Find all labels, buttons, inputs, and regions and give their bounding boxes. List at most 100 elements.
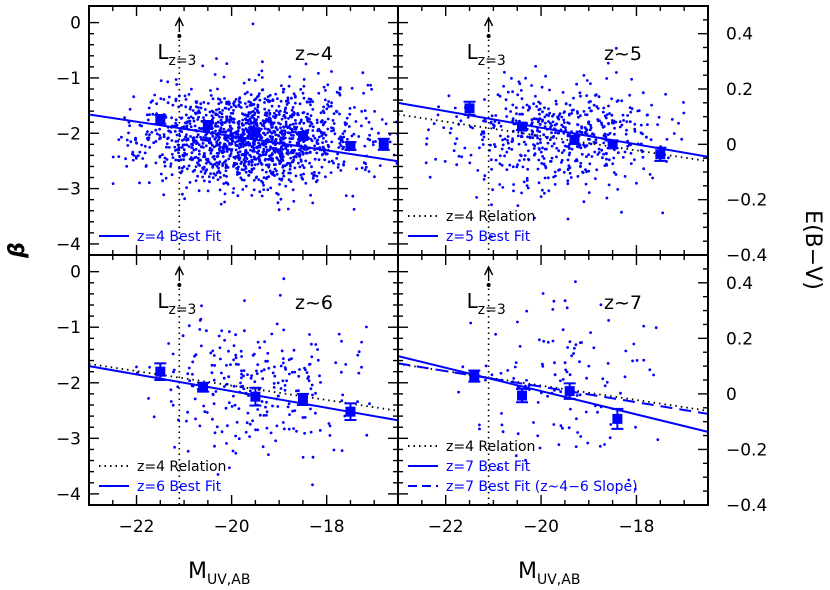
scatter-point: [249, 93, 253, 97]
scatter-point: [500, 423, 504, 427]
scatter-point: [311, 100, 315, 103]
scatter-point: [291, 409, 294, 413]
scatter-point: [624, 349, 628, 353]
scatter-point: [256, 162, 260, 166]
scatter-point: [170, 173, 174, 177]
scatter-point: [621, 113, 625, 117]
scatter-point: [484, 378, 487, 382]
scatter-point: [500, 163, 504, 167]
scatter-point: [183, 151, 187, 155]
scatter-point: [202, 136, 206, 139]
scatter-point: [292, 111, 296, 114]
scatter-point: [205, 329, 208, 333]
scatter-point: [583, 126, 587, 129]
scatter-point: [190, 158, 194, 162]
ticks: [397, 254, 709, 506]
scatter-point: [253, 156, 257, 160]
scatter-point: [530, 84, 533, 87]
scatter-point: [220, 430, 224, 434]
scatter-point: [355, 167, 358, 171]
scatter-point: [552, 423, 556, 426]
scatter-point: [282, 277, 286, 281]
scatter-point: [211, 97, 215, 101]
scatter-point: [302, 172, 305, 176]
scatter-point: [147, 106, 151, 110]
scatter-point: [281, 171, 285, 175]
scatter-point: [181, 192, 184, 196]
scatter-point: [530, 118, 534, 122]
scatter-point: [317, 135, 321, 139]
scatter-point: [265, 114, 269, 117]
scatter-point: [317, 127, 320, 131]
scatter-point: [535, 105, 538, 108]
scatter-point: [309, 407, 312, 411]
scatter-point: [607, 104, 610, 108]
scatter-point: [302, 166, 306, 170]
scatter-point: [239, 176, 243, 180]
scatter-point: [370, 87, 373, 91]
scatter-point: [188, 181, 192, 184]
scatter-point: [240, 178, 244, 182]
scatter-point: [218, 98, 222, 101]
scatter-point: [268, 117, 272, 121]
scatter-point: [275, 424, 279, 428]
scatter-point: [232, 187, 236, 190]
scatter-point: [183, 94, 187, 98]
x-label-sub: UV,AB: [207, 572, 250, 588]
scatter-point: [199, 170, 203, 174]
scatter-point: [266, 137, 269, 141]
binned-point: [202, 119, 213, 130]
scatter-point: [279, 99, 283, 103]
scatter-point: [360, 110, 364, 113]
lstar-arrowhead: [483, 265, 494, 276]
legend-label: z=7 Best Fit: [446, 459, 531, 475]
scatter-point: [193, 354, 196, 358]
scatter-point: [309, 103, 312, 107]
scatter-point: [277, 104, 281, 108]
scatter-point: [250, 163, 254, 167]
scatter-point: [574, 343, 578, 347]
scatter-point: [326, 83, 330, 87]
scatter-point: [611, 119, 614, 122]
scatter-point: [325, 152, 329, 156]
scatter-point: [240, 168, 244, 172]
scatter-point: [623, 175, 627, 178]
scatter-point: [180, 103, 183, 107]
scatter-point: [245, 105, 249, 109]
scatter-point: [315, 118, 319, 122]
scatter-point: [270, 104, 274, 108]
scatter-point: [336, 152, 339, 156]
ebv-tick-label: 0: [726, 385, 737, 405]
scatter-point: [516, 320, 519, 324]
scatter-point: [211, 417, 214, 421]
scatter-point: [183, 121, 187, 125]
scatter-point: [316, 358, 320, 362]
scatter-point: [541, 292, 545, 295]
scatter-point: [307, 379, 311, 383]
scatter-point: [197, 159, 201, 163]
scatter-point: [225, 115, 229, 119]
scatter-point: [551, 114, 554, 118]
scatter-point: [268, 169, 272, 173]
scatter-point: [330, 70, 333, 73]
scatter-point: [308, 150, 312, 154]
scatter-point: [272, 382, 276, 385]
scatter-point: [185, 124, 189, 128]
scatter-point: [587, 137, 590, 141]
scatter-point: [257, 141, 260, 145]
scatter-point: [265, 410, 269, 414]
scatter-point: [578, 91, 582, 95]
scatter-point: [311, 134, 315, 138]
scatter-point: [587, 364, 591, 368]
scatter-point: [186, 120, 190, 124]
scatter-point: [670, 118, 674, 121]
panel-frame: [397, 254, 709, 506]
scatter-point: [242, 123, 245, 127]
scatter-point: [248, 389, 252, 393]
scatter-point: [594, 177, 597, 181]
scatter-point: [252, 116, 256, 120]
scatter-point: [229, 105, 233, 109]
scatter-point: [217, 138, 220, 142]
scatter-point: [582, 200, 586, 204]
scatter-point: [566, 168, 570, 172]
